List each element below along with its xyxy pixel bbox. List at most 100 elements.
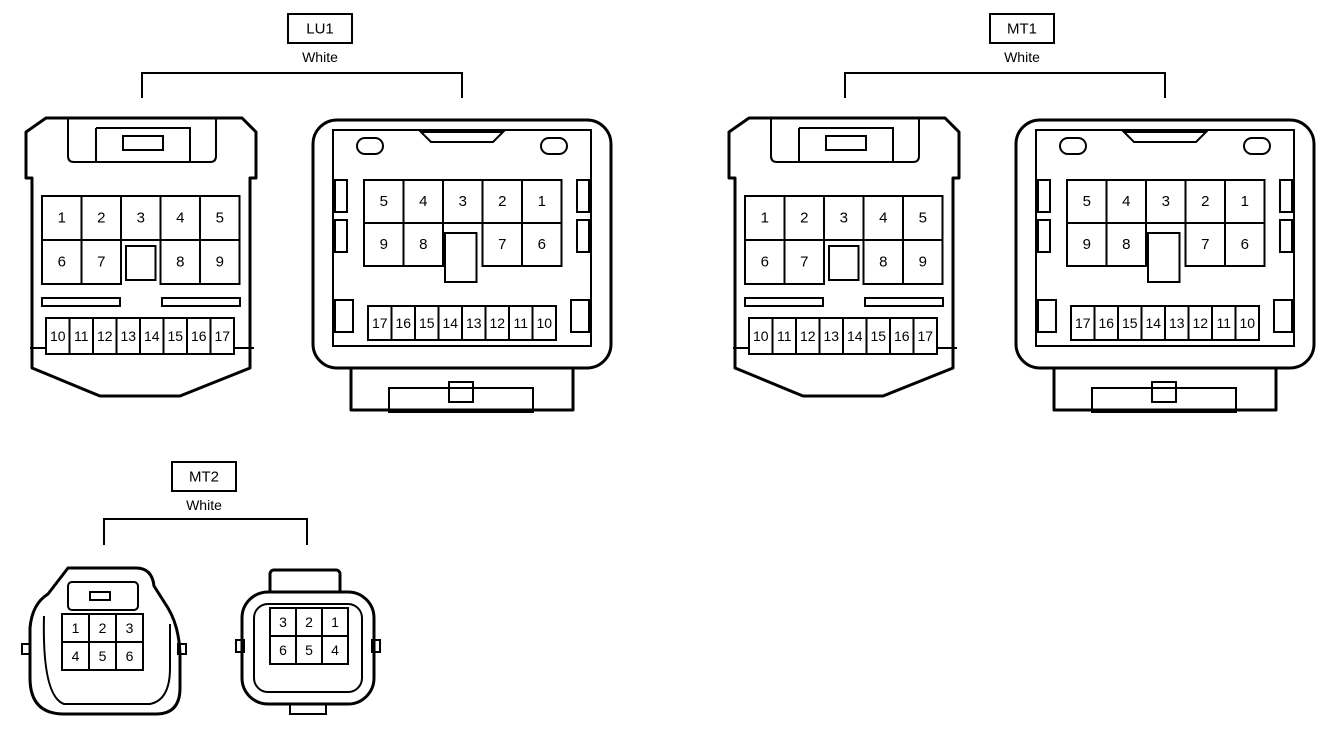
latch-tab — [825, 135, 867, 151]
latch-frame — [770, 118, 920, 163]
pin-cell — [402, 222, 444, 267]
pin-number: 2 — [498, 193, 506, 210]
pin-cell — [902, 239, 944, 285]
side-nub — [235, 639, 245, 653]
pin-number: 5 — [1083, 193, 1091, 210]
pin-number: 5 — [305, 642, 313, 658]
pin-number: 11 — [74, 328, 89, 344]
latch-tab — [122, 135, 164, 151]
side-slot — [1279, 219, 1293, 253]
pin-number: 6 — [1241, 236, 1249, 253]
side-slot — [334, 299, 354, 333]
latch-inner — [798, 127, 894, 162]
pin-number: 3 — [840, 210, 848, 227]
pin-number: 2 — [800, 210, 808, 227]
pin-number: 17 — [214, 328, 230, 344]
pin-number: 15 — [1122, 315, 1138, 331]
bottom-key — [289, 704, 327, 715]
pin-number: 4 — [1122, 193, 1130, 210]
pin-number: 14 — [144, 328, 160, 344]
pin-number: 7 — [800, 254, 808, 271]
pin-number: 15 — [870, 328, 886, 344]
inner-shell — [42, 615, 171, 705]
pin-cell — [41, 239, 83, 285]
pin-number: 6 — [126, 648, 134, 664]
pin-cell — [321, 635, 349, 665]
key-slot — [125, 245, 157, 281]
divider-bar — [744, 297, 824, 307]
pin-number: 12 — [800, 328, 816, 344]
pin-number: 10 — [536, 315, 552, 331]
pin-number: 7 — [1201, 236, 1209, 253]
pin-cell — [321, 607, 349, 637]
pin-number: 9 — [1083, 236, 1091, 253]
pin-number: 12 — [1192, 315, 1208, 331]
pin-cell — [442, 179, 484, 224]
pin-number: 17 — [372, 315, 388, 331]
pin-cell — [363, 222, 405, 267]
foot-slot — [1091, 387, 1237, 413]
side-slot — [1273, 299, 1293, 333]
pin-number: 1 — [538, 193, 546, 210]
connector-name: LU1 — [306, 21, 334, 38]
side-slot — [576, 219, 590, 253]
pin-number: 9 — [380, 236, 388, 253]
pin-number: 9 — [216, 254, 224, 271]
key-slot — [1147, 232, 1181, 283]
pin-number: 11 — [777, 328, 792, 344]
side-slot — [576, 179, 590, 213]
bracket-line — [844, 72, 1166, 98]
pin-number: 7 — [498, 236, 506, 253]
bracket-line — [103, 518, 308, 545]
pin-number: 1 — [58, 210, 66, 227]
connector-label-box — [287, 13, 353, 44]
pin-number: 3 — [126, 620, 134, 636]
pin-cell — [199, 239, 241, 285]
pin-number: 4 — [176, 210, 184, 227]
pin-number: 3 — [137, 210, 145, 227]
pin-number: 5 — [216, 210, 224, 227]
pin-number: 5 — [919, 210, 927, 227]
pin-cell — [1105, 222, 1147, 267]
top-key — [1121, 131, 1209, 143]
vent-left — [1059, 137, 1087, 155]
pin-number: 3 — [279, 614, 287, 630]
foot-slot — [388, 387, 534, 413]
connector-label-box — [989, 13, 1055, 44]
pin-cell — [159, 239, 201, 285]
pin-number: 11 — [513, 315, 528, 331]
pin-number: 16 — [395, 315, 411, 331]
pin-cell — [1105, 179, 1147, 224]
side-slot — [570, 299, 590, 333]
pin-number: 8 — [879, 254, 887, 271]
pin-cell — [402, 179, 444, 224]
pin-number: 10 — [753, 328, 769, 344]
inner-shell — [253, 603, 363, 693]
side-nub — [371, 639, 381, 653]
pin-number: 12 — [97, 328, 113, 344]
pin-number: 11 — [1216, 315, 1231, 331]
divider-bar — [864, 297, 944, 307]
inner-frame — [332, 129, 592, 347]
top-key — [418, 131, 506, 143]
pin-number: 10 — [50, 328, 66, 344]
pin-cell — [1184, 222, 1226, 267]
connector-name: MT2 — [189, 469, 219, 486]
pin-number: 15 — [419, 315, 435, 331]
pin-number: 12 — [489, 315, 505, 331]
pin-number: 16 — [894, 328, 910, 344]
pin-cell — [531, 305, 557, 341]
pin-cell — [269, 607, 297, 637]
pin-number: 2 — [97, 210, 105, 227]
pin-cell — [481, 179, 523, 224]
pin-number: 4 — [419, 193, 427, 210]
pin-cell — [80, 239, 122, 285]
pin-cell — [862, 239, 904, 285]
pin-number: 1 — [1241, 193, 1249, 210]
